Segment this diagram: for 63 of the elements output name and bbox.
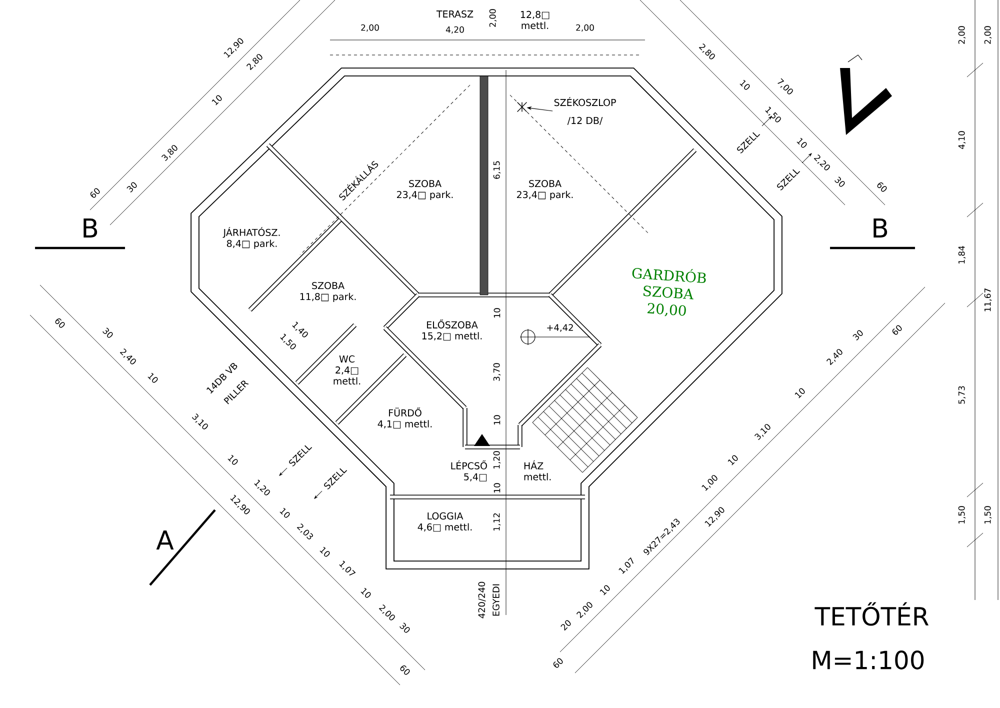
dimension-text: 5,73 [958, 386, 966, 404]
dimension-text: 10 [600, 585, 610, 596]
room-label: WC 2,4□ mettl. [334, 355, 360, 385]
handwritten-text: GARDRÓB SZOBA 20,00 [632, 268, 706, 316]
dimension-text: 30 [852, 330, 863, 340]
dimension-text: 60 [400, 665, 410, 675]
dimension-text: 10 [740, 80, 750, 90]
dimension-text: 2,00 [361, 24, 379, 32]
annotation-text: EGYEDI [492, 584, 500, 616]
dimension-text: 1,12 [493, 513, 501, 531]
dimension-text: 60 [877, 182, 887, 192]
dimension-text: 10 [212, 95, 222, 106]
area-text: 12,8□ mettl. [521, 10, 550, 30]
room-label: JÁRHATÓSZ. 8,4□ park. [222, 227, 280, 249]
room-label: ELŐSZOBA 15,2□ mettl. [422, 320, 482, 340]
dimension-text: 1,20 [493, 451, 501, 469]
dimension-text: 30 [102, 328, 113, 338]
dimension-text: 11,67 [984, 288, 992, 312]
column-mark [516, 102, 528, 112]
dimension-text: 6,15 [493, 161, 501, 179]
title: TETŐTÉR [814, 602, 929, 626]
dimension-text: 30 [126, 182, 137, 192]
scale-text: M=1:100 [813, 650, 924, 670]
dimension-text: 4,10 [958, 131, 966, 150]
dimension-text: 10 [728, 455, 738, 466]
dimension-text: 10 [228, 454, 238, 465]
room-label: SZOBA 23,4□ park. [396, 180, 453, 200]
dimension-text: 10 [494, 415, 500, 424]
dimension-text: 4,20 [446, 26, 464, 34]
dimension-text: 2,00 [984, 26, 992, 44]
dimension-text: 3,70 [493, 363, 501, 381]
dimension-text: 2,00 [958, 26, 966, 44]
dimension-text: 1,50 [984, 506, 992, 524]
dimension-text: 10 [320, 546, 330, 557]
dimension-text: 30 [834, 176, 845, 187]
dimension-text: 10 [148, 372, 158, 383]
room-label: LOGGIA 4,6□ mettl. [418, 512, 472, 532]
dimension-text: 60 [55, 318, 65, 328]
dimension-text: 10 [360, 588, 371, 598]
room-label: FÜRDŐ 4,1□ mettl. [378, 408, 432, 428]
dimension-text: 20 [560, 620, 571, 631]
annotation-text: 420/240 [478, 582, 486, 618]
dimension-text: 10 [280, 508, 290, 518]
dimension-text: 2,00 [576, 24, 594, 32]
dimension-text: 60 [892, 325, 902, 335]
section-mark: B [84, 218, 98, 238]
room-label: SZOBA 11,8□ park. [300, 282, 356, 302]
dimension-text: 30 [400, 622, 410, 633]
callout-text: SZÉKOSZLOP /12 DB/ [554, 97, 616, 125]
section-mark: A [156, 530, 174, 550]
dimension-text: 60 [90, 188, 100, 198]
dimension-text: 1,84 [958, 246, 966, 264]
dimension-text: 10 [796, 138, 807, 148]
dimension-text: 10 [494, 308, 500, 318]
room-label: TERASZ [436, 10, 474, 18]
dimension-text: 2,00 [489, 9, 497, 27]
dimension-text: 1,50 [958, 506, 966, 524]
section-mark: B [874, 218, 888, 238]
dimension-text: 10 [494, 483, 500, 492]
room-label: SZOBA 23,4□ park. [516, 180, 573, 200]
dimension-text: 60 [553, 658, 563, 668]
dimension-text: 10 [794, 388, 805, 398]
level-text: +4,42 [547, 324, 573, 332]
